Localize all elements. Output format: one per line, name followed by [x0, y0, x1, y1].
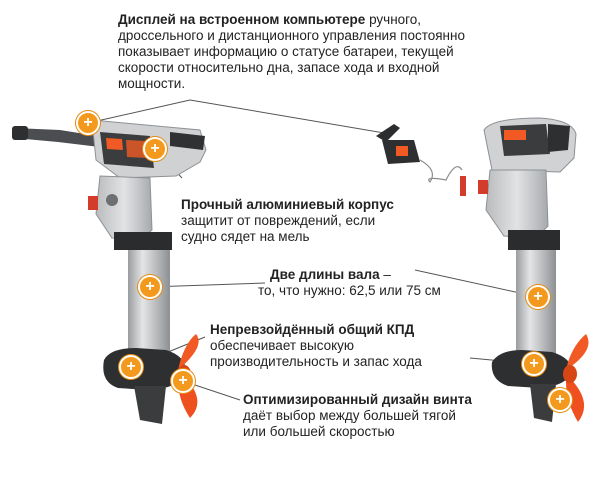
feature-hull-body-1: судно сядет на мель [181, 229, 310, 244]
hotspot-efficiency-right-icon[interactable]: + [522, 352, 546, 376]
hotspot-hull-icon[interactable]: + [143, 137, 167, 161]
feature-shaft-title: Две длины вала [270, 267, 380, 282]
feature-hull-title: Прочный алюминиевый корпус [181, 197, 394, 212]
feature-shaft: Две длины вала – то, что нужно: 62,5 или… [258, 267, 510, 299]
tiller-grip [12, 126, 28, 140]
hotspot-propeller-left-icon[interactable]: + [171, 369, 195, 393]
feature-shaft-dash: – [379, 267, 391, 282]
skeg [134, 386, 166, 424]
brand-logo [106, 138, 123, 150]
right-motor-propeller [566, 334, 589, 370]
feature-propeller-body-1: или большей скоростью [243, 424, 395, 439]
feature-efficiency-body-1: производительность и запас хода [210, 354, 422, 369]
feature-display-body-0: ручного, [365, 12, 422, 27]
feature-display-body-1: дроссельного и дистанционного управления… [118, 28, 465, 43]
feature-display-body-4: мощности. [118, 76, 186, 91]
feature-efficiency: Непревзойдённый общий КПД обеспечивает в… [210, 322, 490, 370]
feature-propeller-title: Оптимизированный дизайн винта [243, 392, 472, 407]
feature-hull-body-0: защитит от повреждений, если [181, 213, 376, 228]
hotspot-propeller-right-icon[interactable]: + [548, 388, 572, 412]
clamp-bracket [95, 175, 153, 241]
hotspot-efficiency-left-icon[interactable]: + [119, 355, 143, 379]
shaft-collar [114, 232, 172, 250]
kill-switch [88, 196, 98, 210]
handle-bar [170, 132, 205, 150]
feature-hull: Прочный алюминиевый корпус защитит от по… [181, 197, 441, 245]
tiller-handle [14, 128, 110, 148]
remote-cable [419, 159, 463, 183]
hotspot-shaft-right-icon[interactable]: + [526, 285, 550, 309]
feature-propeller-body-0: даёт выбор между большей тягой [243, 408, 456, 423]
hotspot-display-icon[interactable]: + [76, 111, 100, 135]
feature-display: Дисплей на встроенном компьютере ручного… [118, 12, 548, 92]
feature-shaft-body-0: то, что нужно: 62,5 или 75 см [258, 283, 441, 298]
feature-display-title: Дисплей на встроенном компьютере [118, 12, 366, 27]
feature-display-body-3: скорости относительно дна, запасе хода и… [118, 60, 440, 75]
hotspot-shaft-left-icon[interactable]: + [138, 275, 162, 299]
remote-throttle [376, 124, 466, 196]
propeller [178, 334, 199, 370]
shaft [128, 250, 170, 360]
left-motor [12, 119, 207, 424]
feature-display-body-2: показывает информацию о статусе батареи,… [118, 44, 454, 59]
feature-efficiency-title: Непревзойдённый общий КПД [210, 322, 415, 337]
feature-propeller: Оптимизированный дизайн винта даёт выбор… [243, 392, 513, 440]
feature-efficiency-body-0: обеспечивает высокую [210, 338, 355, 353]
